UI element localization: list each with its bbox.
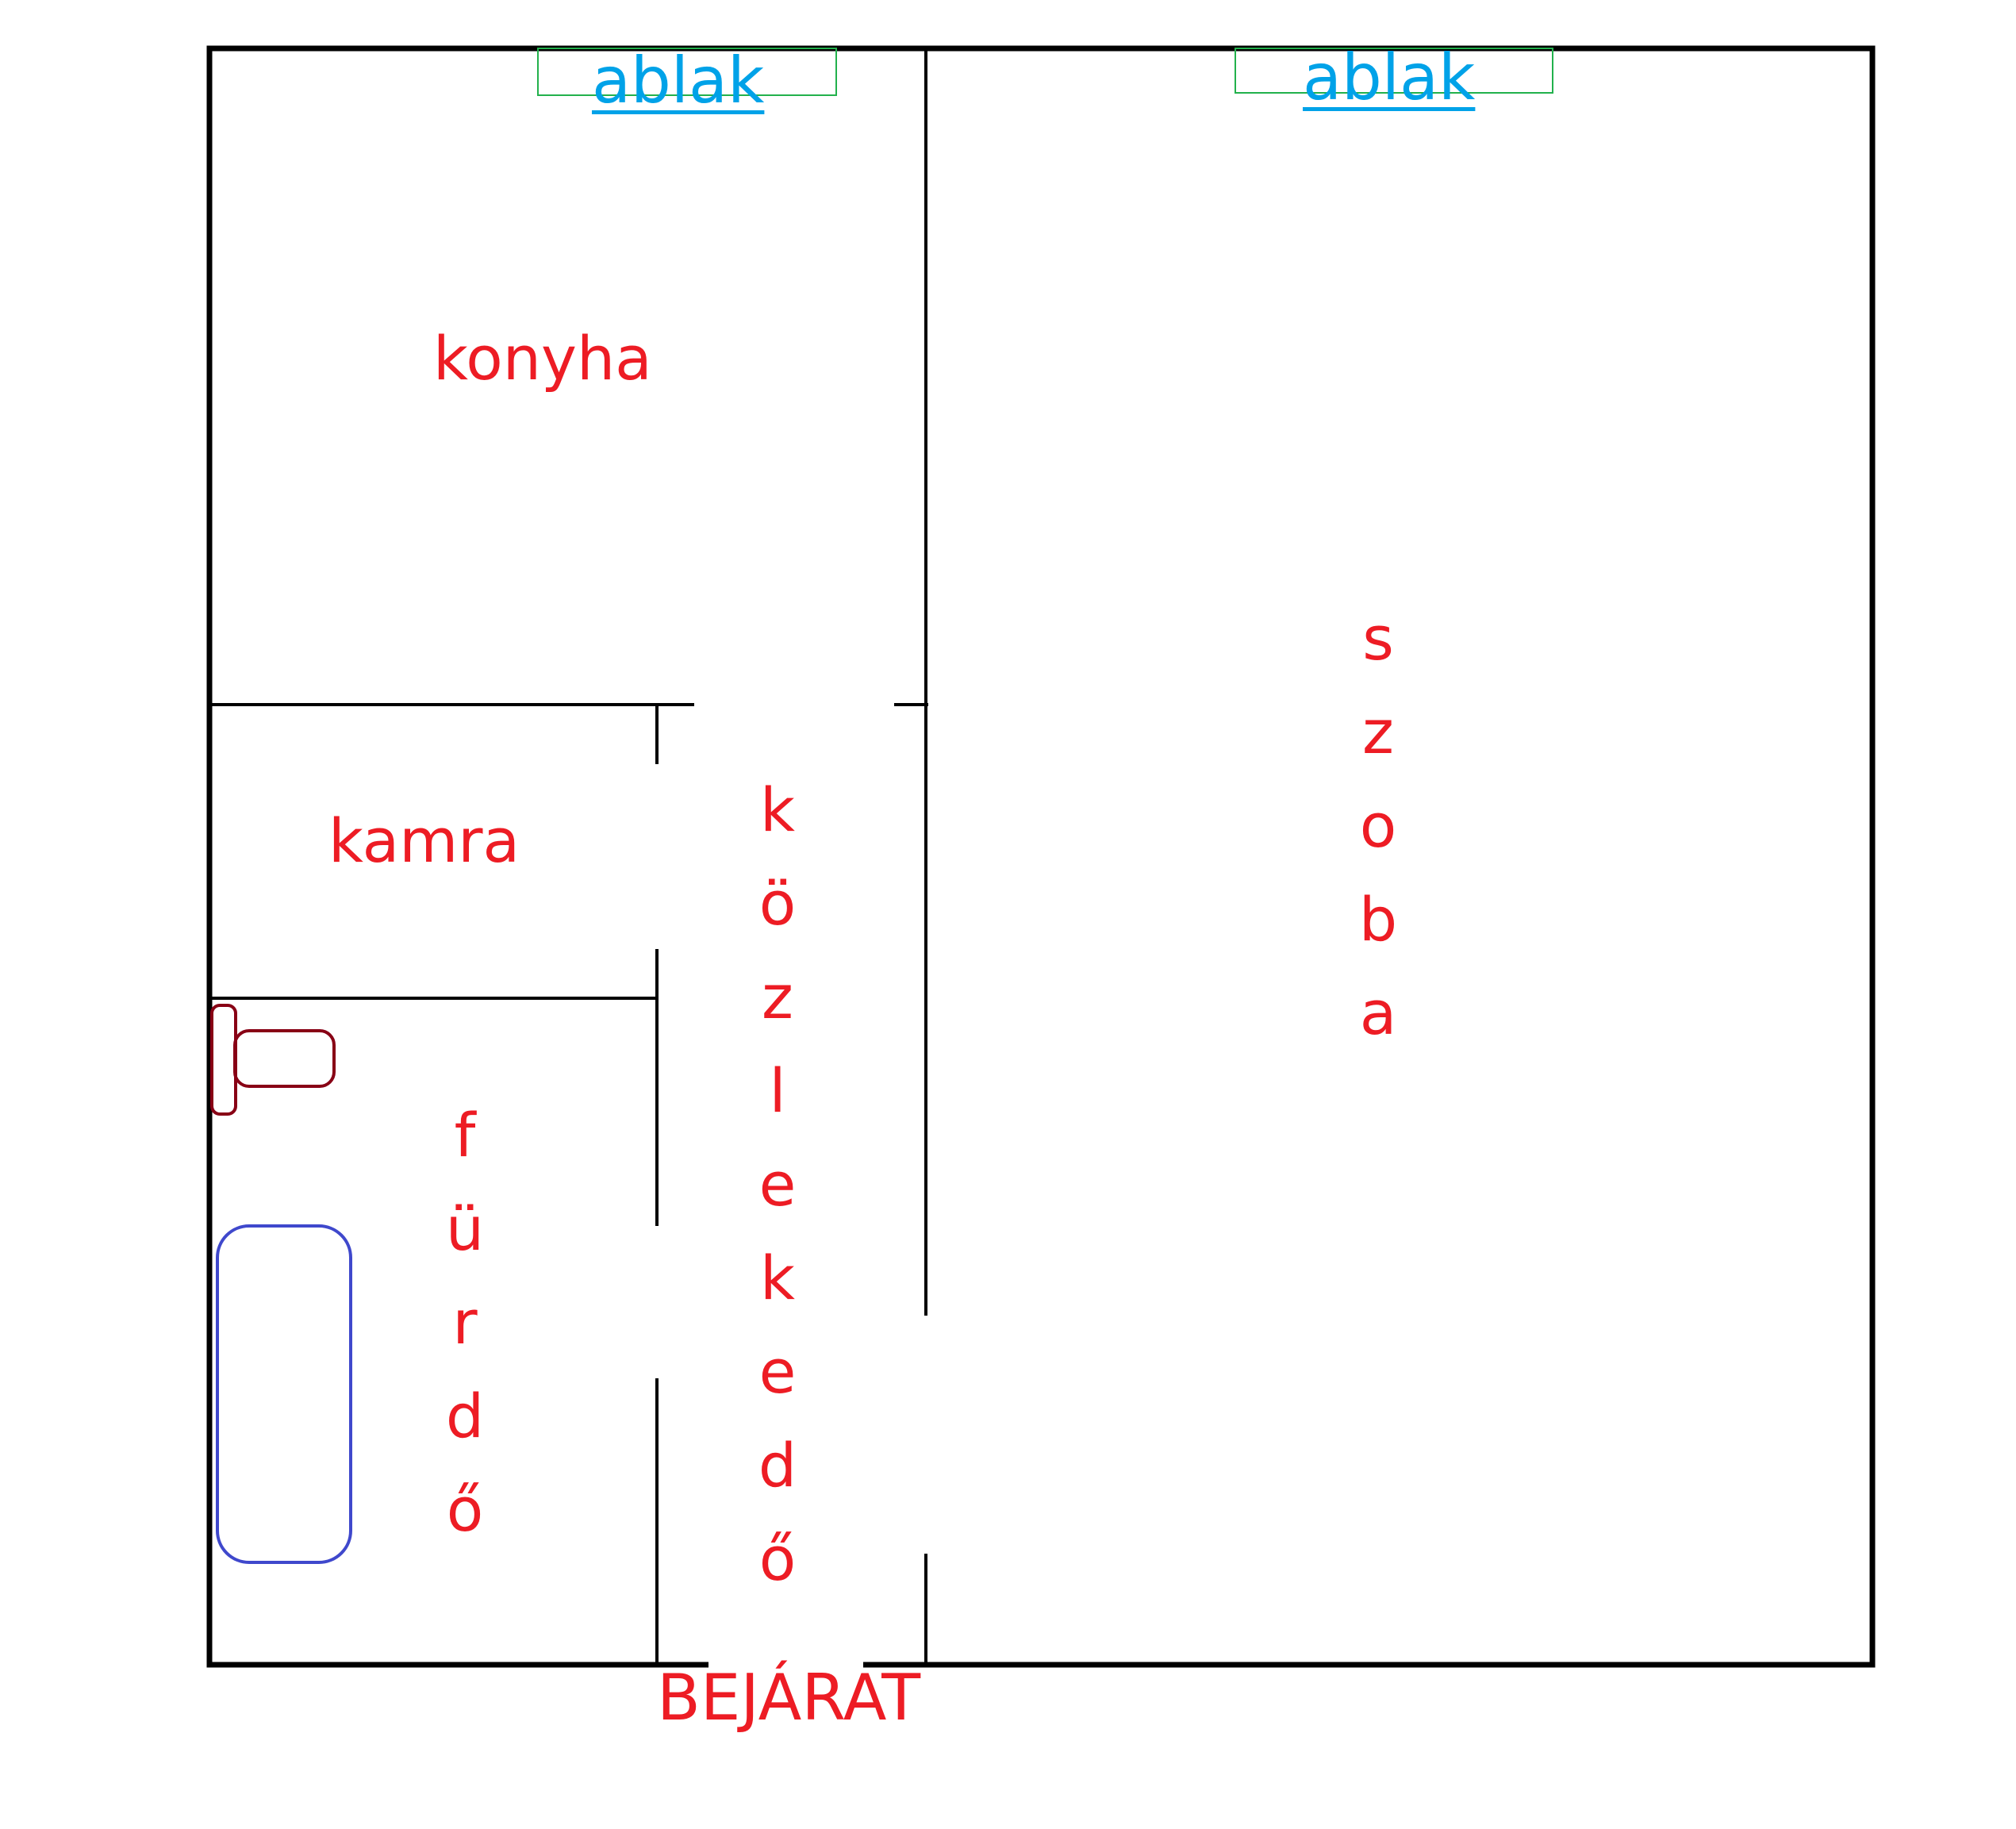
toilet-icon	[210, 1004, 336, 1116]
entrance-label: BEJÁRAT	[657, 1661, 921, 1735]
bathtub-icon	[216, 1224, 352, 1564]
room-label-bathroom: fürdő	[445, 1100, 485, 1545]
window-frame-left	[537, 48, 837, 96]
outer-wall	[206, 45, 1876, 1668]
room-label-hallway: közlekedő	[758, 774, 797, 1594]
window-frame-right	[1235, 48, 1553, 94]
window-label-left: ablak	[592, 44, 765, 117]
room-label-room: szoba	[1358, 603, 1398, 1048]
room-label-kitchen: konyha	[433, 323, 652, 394]
window-label-right: ablak	[1303, 40, 1476, 114]
room-label-pantry: kamra	[328, 805, 520, 876]
